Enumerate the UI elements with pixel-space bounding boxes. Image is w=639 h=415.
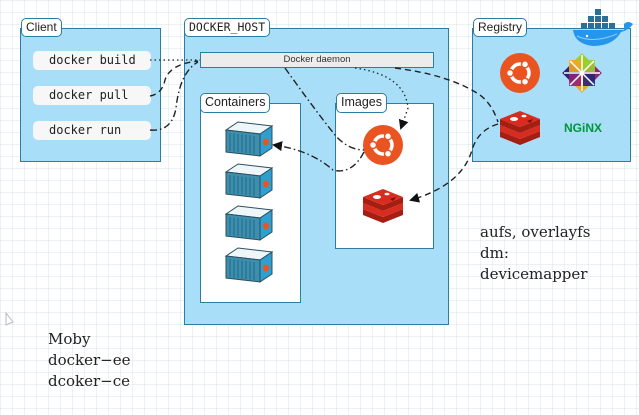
storage-drivers-note: aufs, overlayfs dm: devicemapper bbox=[480, 222, 590, 285]
client-title: Client bbox=[21, 18, 62, 37]
editions-note: Moby docker−ee dcoker−ce bbox=[48, 329, 131, 392]
images-title: Images bbox=[336, 93, 387, 113]
note-line: Moby bbox=[48, 330, 91, 348]
note-line: dm: bbox=[480, 244, 509, 262]
note-line: docker−ee bbox=[48, 351, 131, 369]
note-line: aufs, overlayfs bbox=[480, 223, 591, 241]
client-panel: docker build docker pull docker run bbox=[20, 28, 161, 162]
containers-panel bbox=[200, 103, 301, 303]
registry-title: Registry bbox=[473, 18, 528, 37]
docker-build-command[interactable]: docker build bbox=[33, 51, 151, 70]
docker-host-title: DOCKER_HOST bbox=[184, 18, 271, 37]
registry-panel bbox=[472, 28, 631, 162]
images-panel bbox=[335, 103, 434, 249]
docker-run-command[interactable]: docker run bbox=[33, 121, 151, 140]
docker-daemon-bar[interactable]: Docker daemon bbox=[200, 52, 434, 68]
docker-pull-command[interactable]: docker pull bbox=[33, 86, 151, 105]
note-line: devicemapper bbox=[480, 265, 588, 283]
containers-title: Containers bbox=[200, 93, 271, 113]
note-line: dcoker−ce bbox=[48, 372, 131, 390]
